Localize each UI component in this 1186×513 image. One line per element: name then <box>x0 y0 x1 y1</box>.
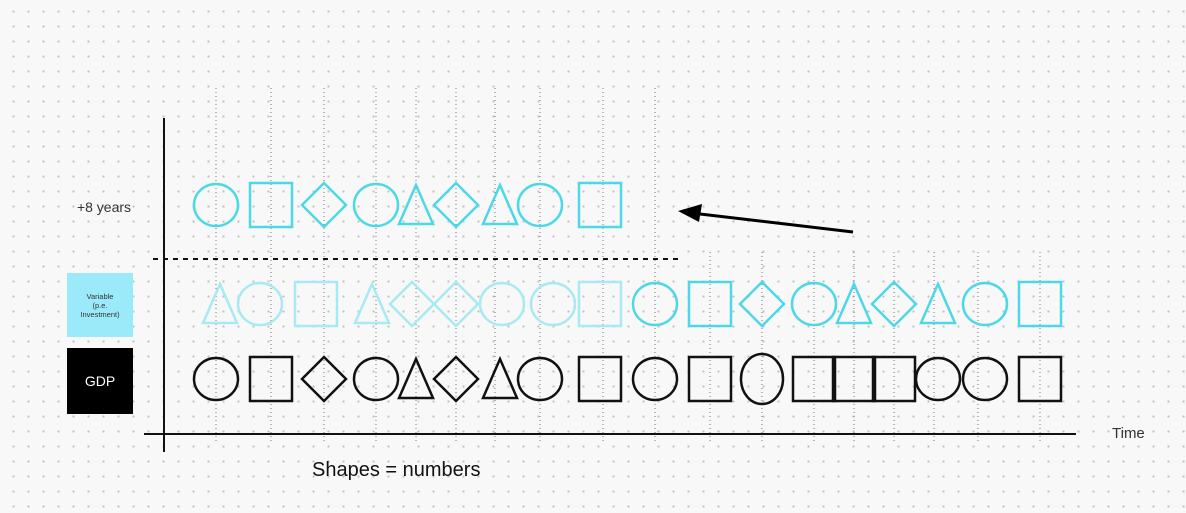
gdp-shape-square <box>687 355 733 403</box>
variable-faded-shape-diamond <box>388 280 436 328</box>
gdp-shape-square <box>1017 355 1063 403</box>
variable-shape-square <box>1017 280 1063 328</box>
variable-shape-circle <box>790 281 838 327</box>
variable-faded-shape-square <box>577 280 623 328</box>
gdp-shape-triangle <box>481 355 519 400</box>
variable-shifted-shape-circle <box>192 182 240 228</box>
variable-shifted-shape-circle <box>352 182 400 228</box>
gdp-shape-square <box>577 355 623 403</box>
shift-arrow <box>678 204 854 234</box>
variable-faded-shape-circle <box>529 281 577 327</box>
variable-shape-diamond <box>870 280 918 328</box>
variable-shifted-shape-triangle <box>397 181 435 226</box>
variable-legend-box: Variable (p.e. Investment) <box>67 273 133 337</box>
gdp-shape-square <box>248 355 294 403</box>
variable-faded-shape-circle <box>236 281 284 327</box>
gdp-shape-ellipse <box>739 352 785 406</box>
shape-series <box>192 181 1063 406</box>
variable-shifted-shape-diamond <box>432 181 480 229</box>
variable-shape-square <box>687 280 733 328</box>
variable-shifted-shape-diamond <box>300 181 348 229</box>
gdp-shape-circle <box>352 356 400 402</box>
gdp-shape-circle <box>631 356 679 402</box>
variable-faded-shape-circle <box>478 281 526 327</box>
time-gridlines <box>215 88 1041 442</box>
gdp-shape-diamond <box>432 355 480 403</box>
caption: Shapes = numbers <box>312 459 481 481</box>
gdp-shape-circle <box>961 356 1009 402</box>
variable-shape-triangle <box>919 280 957 325</box>
gdp-shape-square <box>831 355 877 403</box>
gdp-legend-box: GDP <box>67 348 133 414</box>
time-axis-label: Time <box>1112 425 1145 442</box>
gdp-shape-circle <box>516 356 564 402</box>
gdp-shape-circle <box>914 356 962 402</box>
variable-shape-triangle <box>835 280 873 325</box>
gdp-shape-triangle <box>397 355 435 400</box>
variable-faded-shape-diamond <box>432 280 480 328</box>
variable-shape-circle <box>631 281 679 327</box>
gdp-shape-circle <box>192 356 240 402</box>
variable-shifted-shape-square <box>577 181 623 229</box>
variable-faded-shape-triangle <box>353 280 391 325</box>
variable-shifted-shape-square <box>248 181 294 229</box>
variable-faded-shape-square <box>293 280 339 328</box>
gdp-shape-diamond <box>300 355 348 403</box>
variable-shape-circle <box>961 281 1009 327</box>
variable-shape-diamond <box>738 280 786 328</box>
variable-faded-shape-triangle <box>201 280 239 325</box>
years-shift-label: +8 years <box>76 199 132 215</box>
gdp-shape-square <box>871 355 917 403</box>
gdp-shape-square <box>791 355 837 403</box>
variable-shifted-shape-circle <box>516 182 564 228</box>
variable-shifted-shape-triangle <box>481 181 519 226</box>
